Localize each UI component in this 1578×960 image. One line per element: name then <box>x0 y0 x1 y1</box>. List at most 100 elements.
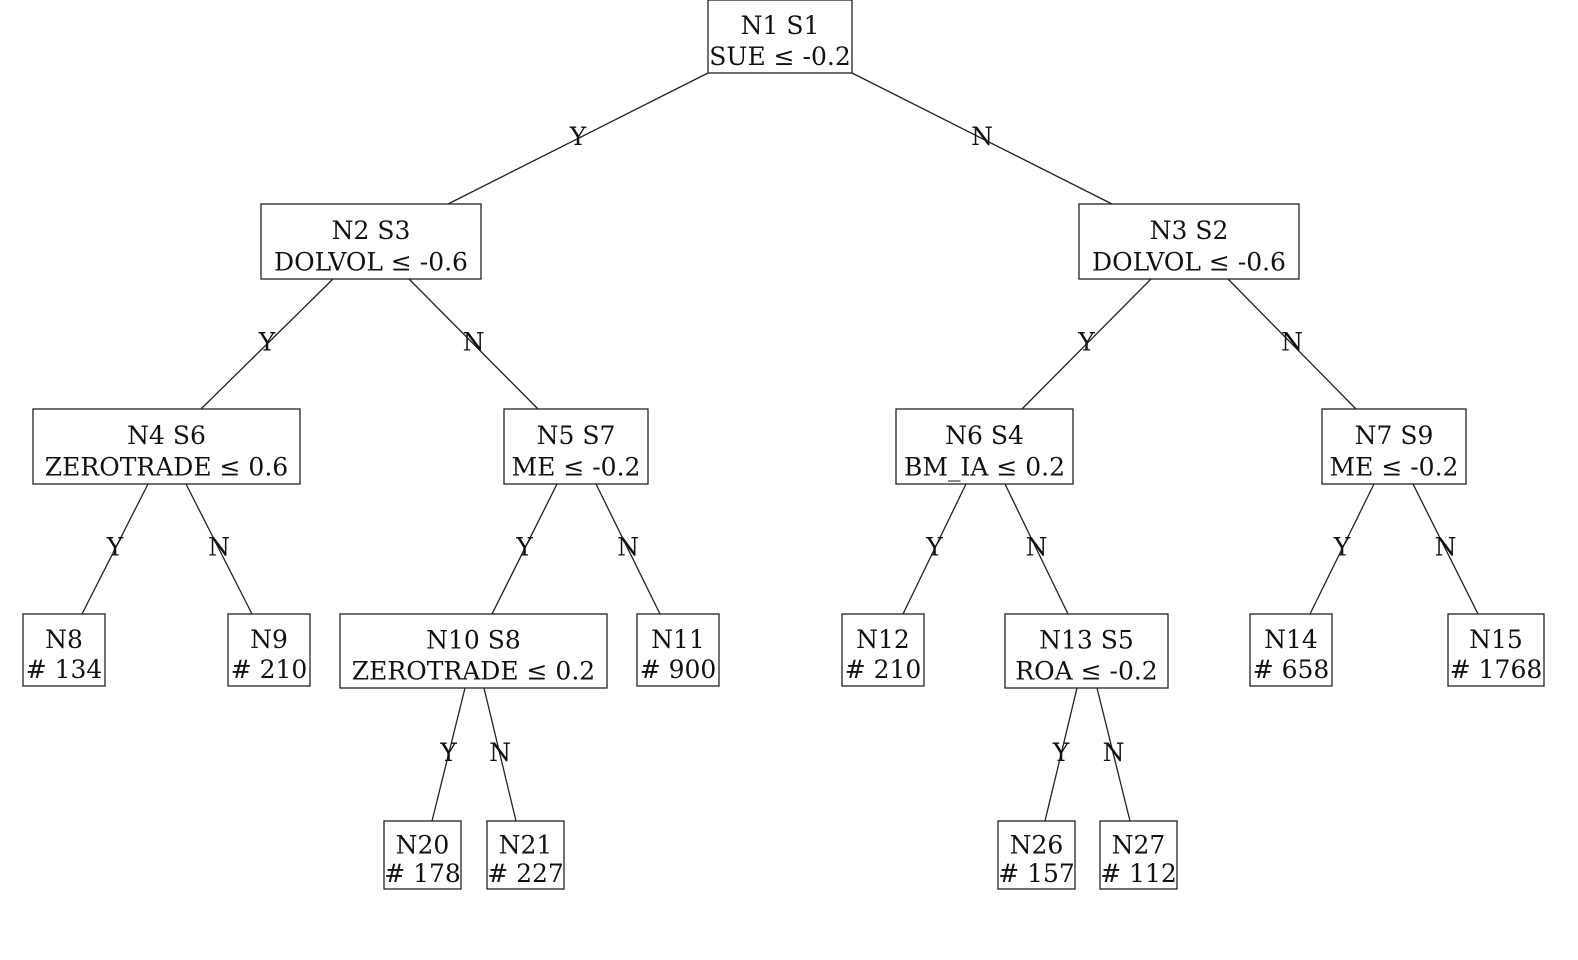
edge-n7-n15: N <box>1412 483 1479 615</box>
edge-line <box>185 483 253 615</box>
edge-n2-n5: N <box>408 278 539 410</box>
node-title: N7 S9 <box>1355 421 1434 450</box>
node-title: N9 <box>250 625 288 654</box>
edge-line <box>483 687 517 822</box>
node-title: N12 <box>856 625 910 654</box>
edge-n5-n10: Y <box>491 483 558 615</box>
node-box <box>32 408 301 485</box>
node-detail: ZEROTRADE ≤ 0.2 <box>352 657 595 686</box>
node-detail: # 210 <box>845 655 922 684</box>
edge-label-no: N <box>463 328 485 357</box>
node-title: N8 <box>45 625 83 654</box>
edge-label-yes: Y <box>569 122 587 151</box>
tree-node-n8: N8# 134 <box>22 613 106 687</box>
edge-label-no: N <box>1281 328 1303 357</box>
edge-n1-n2: Y <box>447 72 709 205</box>
edge-label-yes: Y <box>258 328 276 357</box>
node-title: N2 S3 <box>332 216 411 245</box>
edge-label-yes: Y <box>925 533 943 562</box>
node-box <box>1099 820 1178 890</box>
node-detail: BM_IA ≤ 0.2 <box>904 453 1065 482</box>
node-box <box>260 203 482 280</box>
node-title: N1 S1 <box>741 11 820 40</box>
edge-line <box>408 278 539 410</box>
node-title: N4 S6 <box>127 421 206 450</box>
node-detail: # 178 <box>384 859 461 888</box>
edge-n4-n9: N <box>185 483 253 615</box>
node-box <box>1249 613 1333 687</box>
node-box <box>1078 203 1300 280</box>
node-title: N6 S4 <box>945 421 1024 450</box>
node-detail: # 157 <box>998 859 1075 888</box>
edge-n6-n12: Y <box>902 483 967 615</box>
node-box <box>383 820 462 890</box>
tree-node-n7: N7 S9 ME ≤ -0.2 <box>1321 408 1467 485</box>
tree-node-n21: N21# 227 <box>486 820 565 890</box>
edge-label-yes: Y <box>439 738 457 767</box>
node-detail: # 112 <box>1100 859 1177 888</box>
node-box <box>895 408 1074 485</box>
edge-n4-n8: Y <box>81 483 149 615</box>
edge-n1-n3: N <box>851 72 1113 205</box>
tree-node-n5: N5 S7 ME ≤ -0.2 <box>503 408 649 485</box>
edge-line <box>1412 483 1479 615</box>
edge-n5-n11: N <box>595 483 661 615</box>
edge-label-no: N <box>1435 533 1457 562</box>
edge-label-no: N <box>208 533 230 562</box>
node-detail: ME ≤ -0.2 <box>512 453 641 482</box>
tree-node-n9: N9# 210 <box>227 613 311 687</box>
node-box <box>1004 613 1169 689</box>
node-title: N21 <box>499 830 553 859</box>
node-title: N5 S7 <box>537 421 616 450</box>
edge-n3-n6: Y <box>1021 278 1152 410</box>
edge-n7-n14: Y <box>1309 483 1375 615</box>
edge-n13-n26: Y <box>1044 687 1078 822</box>
node-detail: DOLVOL ≤ -0.6 <box>274 248 468 277</box>
tree-node-n11: N11# 900 <box>636 613 720 687</box>
node-detail: # 900 <box>640 655 717 684</box>
node-title: N26 <box>1010 830 1064 859</box>
edge-line <box>851 72 1113 205</box>
node-detail: ROA ≤ -0.2 <box>1015 657 1157 686</box>
node-box <box>636 613 720 687</box>
edge-line <box>595 483 661 615</box>
edge-label-no: N <box>617 533 639 562</box>
node-title: N3 S2 <box>1150 216 1229 245</box>
tree-node-n6: N6 S4 BM_IA ≤ 0.2 <box>895 408 1074 485</box>
edge-n13-n27: N <box>1096 687 1131 822</box>
node-box <box>1447 613 1545 687</box>
edge-n10-n21: N <box>483 687 517 822</box>
node-box <box>707 0 853 74</box>
tree-node-n26: N26# 157 <box>997 820 1076 890</box>
node-detail: # 1768 <box>1450 655 1543 684</box>
edge-line <box>491 483 558 615</box>
edge-n6-n13: N <box>1004 483 1069 615</box>
edge-label-yes: Y <box>106 533 124 562</box>
node-box <box>1321 408 1467 485</box>
edge-line <box>200 278 334 410</box>
edge-label-yes: Y <box>1052 738 1070 767</box>
edge-line <box>1309 483 1375 615</box>
node-detail: SUE ≤ -0.2 <box>709 42 851 71</box>
edge-label-yes: Y <box>1077 328 1095 357</box>
tree-node-n4: N4 S6 ZEROTRADE ≤ 0.6 <box>32 408 301 485</box>
edge-line <box>902 483 967 615</box>
node-detail: # 210 <box>231 655 308 684</box>
edge-label-no: N <box>1026 533 1048 562</box>
node-box <box>503 408 649 485</box>
node-title: N13 S5 <box>1039 626 1134 655</box>
tree-node-n12: N12# 210 <box>841 613 925 687</box>
node-title: N11 <box>651 625 705 654</box>
node-title: N27 <box>1112 830 1166 859</box>
node-detail: ME ≤ -0.2 <box>1330 453 1459 482</box>
tree-node-n14: N14# 658 <box>1249 613 1333 687</box>
edge-n10-n20: Y <box>431 687 466 822</box>
edge-line <box>1044 687 1078 822</box>
node-title: N15 <box>1469 625 1523 654</box>
node-detail: ZEROTRADE ≤ 0.6 <box>45 453 288 482</box>
node-detail: # 227 <box>487 859 564 888</box>
